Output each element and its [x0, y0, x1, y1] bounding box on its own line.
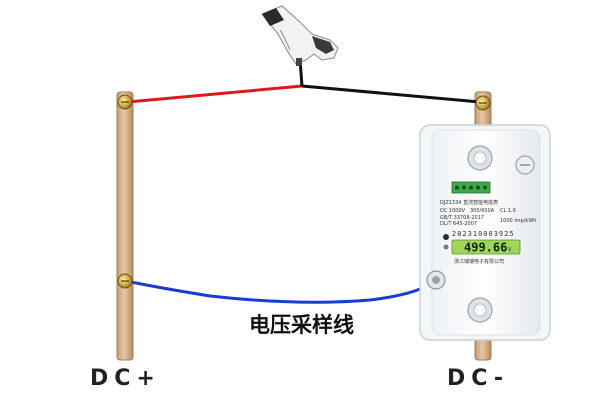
indicator-led-icon: [443, 244, 449, 250]
meter-standard-1: GB/T 33708-2017: [440, 215, 484, 221]
dc-plus-label: DC+: [90, 366, 161, 391]
screw-dc-plus-mid-icon: [117, 273, 133, 289]
meter-rating-current: 300/600A: [470, 208, 495, 214]
meter-rating-voltage: DC 1000V: [440, 208, 466, 214]
screw-dc-minus-top-icon: [475, 95, 491, 111]
dc-minus-label: DC-: [447, 366, 509, 391]
lcd-display: 499.66 V: [451, 239, 521, 255]
meter-model: DJZ1334 直流智能电能表: [440, 199, 498, 206]
lcd-unit: V: [508, 247, 512, 253]
bottom-terminal-bolt-icon: [467, 297, 493, 323]
positive-wire: [127, 84, 303, 104]
charging-gun-icon: [261, 5, 339, 66]
negative-wire: [301, 84, 481, 104]
terminal-block-icon: [451, 181, 491, 194]
top-terminal-bolt-icon: [467, 145, 493, 171]
meter-serial: 202310003925: [452, 230, 515, 238]
sampling-terminal-screw-icon: [426, 270, 446, 290]
ir-port-icon: [443, 234, 449, 240]
dc-energy-meter: DJZ1334 直流智能电能表 DC 1000V 300/600A CL 1.0…: [419, 124, 551, 341]
sampling-wire: [125, 278, 437, 304]
seal-screw-icon: [515, 155, 535, 175]
busbar-dc-plus: [116, 91, 134, 361]
screw-dc-plus-top-icon: [117, 94, 133, 110]
meter-constant: 1000 imp/kWh: [500, 218, 536, 224]
sampling-wire-label: 电压采样线: [249, 313, 354, 337]
meter-standard-2: DL/T 645-2007: [440, 221, 477, 227]
meter-accuracy-class: CL 1.0: [500, 208, 516, 214]
meter-manufacturer: 浙江瑞瑞电子有限公司: [454, 258, 504, 265]
lcd-reading: 499.66: [464, 241, 507, 255]
